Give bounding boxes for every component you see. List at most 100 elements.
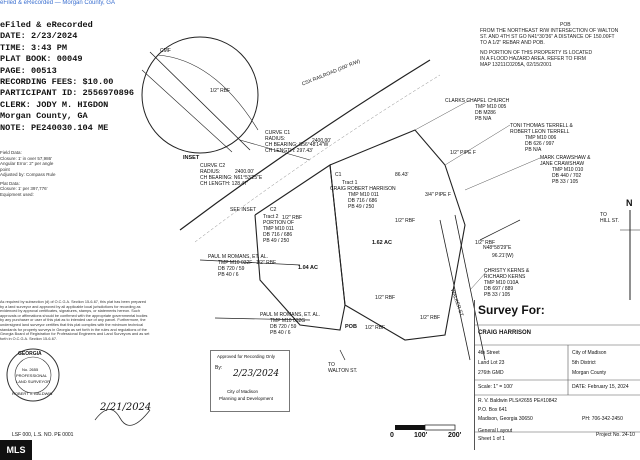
adj-line: PAUL M ROMANS, ET. AL. (208, 254, 269, 260)
recording-line: DATE: 2/23/2024 (0, 31, 78, 42)
scale-bar-seg (395, 425, 425, 430)
bearing-label: N48°58'29"E (483, 245, 512, 251)
curve-line: RADIUS: (200, 169, 221, 175)
recording-strip: eFiled & eRecorded — Morgan County, GA (0, 0, 115, 6)
rbf-label: 1/2" RBF (210, 88, 231, 94)
adj-line: TMP M10 005 (475, 104, 507, 110)
note-line: Closure: 1' in over 57,986' (0, 155, 52, 161)
walker-street (439, 219, 471, 361)
note-line: POB (560, 22, 571, 28)
curve-c1-radius: 2400.00' (312, 138, 332, 144)
tb-layout: General Layout (478, 428, 513, 434)
adj-line: PB 40 / 6 (270, 330, 291, 336)
north-letter: N (626, 198, 633, 208)
adj-line: TMP M10 032F (218, 260, 253, 266)
note-line: Field Data: (0, 150, 22, 155)
curve-line: CH BEARING: S56°48'14"W (265, 142, 329, 148)
mls-badge: MLS (0, 440, 32, 460)
see-inset: SEE INSET (230, 207, 257, 213)
recording-info: eFiled & eRecorded DATE: 2/23/2024 TIME:… (0, 20, 135, 133)
note-line: Closure: 1' per 397,776' (0, 186, 48, 191)
recording-line: eFiled & eRecorded (0, 20, 93, 30)
acreage-tract1: 1.62 AC (372, 240, 392, 246)
street-line: TO (328, 362, 335, 368)
walton-st-label: TO WALTON ST. (328, 362, 357, 374)
rbf-label: 1/2" RBF (475, 240, 496, 246)
acreage-tract2: 1.04 AC (298, 265, 318, 271)
recording-line: CLERK: JODY M. HIGDON (0, 99, 109, 110)
adj-line: CHRISTY KERNS & (484, 268, 530, 274)
adj-line: PB N/A (525, 147, 542, 153)
recording-line: Morgan County, GA (0, 111, 88, 122)
adj-line: TONI THOMAS TERRELL & (510, 123, 573, 129)
scale-label: 200' (448, 432, 462, 439)
signature-date: 2/21/2024 (100, 402, 152, 413)
note-line: ST. AND 4TH ST GO N41°30'36" A DISTANCE … (480, 34, 615, 40)
recording-line: PARTICIPANT ID: 2556970896 (0, 88, 135, 99)
rbf-label: 1/2" RBF (375, 295, 396, 301)
street-line: TO (600, 212, 607, 218)
tract-line: Tract 2 (263, 214, 279, 220)
inset-circle (141, 36, 259, 154)
tb-date: DATE: February 15, 2024 (572, 384, 629, 390)
seal-number: No. 2655 (22, 367, 39, 372)
seal-outline (6, 348, 60, 402)
bearing-label: 96.21'(W) (492, 253, 514, 259)
adj-line: TMP M10 032G (270, 318, 306, 324)
hill-st-arrow (479, 219, 521, 241)
tb-street: 4th Street (478, 350, 500, 356)
note-line: Equipment used: (0, 191, 34, 197)
curve-line: CURVE C2 (200, 163, 226, 169)
recording-line: TIME: 3:43 PM (0, 42, 68, 53)
adj-line: PB 33 / 105 (552, 179, 579, 185)
curve-line: CURVE C1 (265, 130, 291, 136)
tract2-label: Tract 2 PORTION OF TMP M10 011 DB 716 / … (263, 214, 294, 244)
rbf-label: 1/2" RBF (365, 325, 386, 331)
rbf-label: 1/2" RBF (256, 260, 277, 266)
scale-label: 0 (390, 432, 394, 439)
street-line: HILL ST. (600, 218, 619, 224)
note-line: Angular Error: 2" per angle point (0, 161, 54, 172)
stamp-title: Approved for Recording Only (217, 354, 276, 359)
note-line: NO PORTION OF THIS PROPERTY IS LOCATED (480, 50, 593, 56)
adj-line: CLARKS CHAPEL CHURCH (445, 98, 510, 104)
adjoiner-line (199, 259, 301, 266)
survey-for-heading: Survey For: (478, 303, 545, 317)
note-line: TO A 1/2" REBAR AND POB. (480, 40, 545, 46)
walton-arrow (339, 349, 346, 361)
tb-county: Morgan County (572, 370, 607, 376)
leader (469, 269, 489, 291)
cmf-label: CMF (160, 48, 171, 54)
rbf-label: 1/2" RBF (395, 218, 416, 224)
adj-line: DB 720 / 59 (218, 266, 245, 272)
pipe-label: 1/2" PIPE F (450, 150, 476, 156)
adj-line: DB 626 / 997 (525, 141, 555, 147)
stamp-org: City of Madison (227, 389, 259, 394)
adj-line: DB M286 (475, 110, 496, 116)
pob-notes: POB FROM THE NORTHEAST R/W INTERSECTION … (480, 22, 640, 68)
tb-gmd: 276th GMD (478, 370, 504, 376)
tb-firm: R. V. Baldwin PLS#2655 PE#10842 (478, 398, 558, 404)
adj-line: PAUL M ROMANS, ET. AL. (260, 312, 321, 318)
adj-line: PB N/A (475, 116, 492, 122)
seal-name: ROBERT V. BALDWIN (12, 391, 53, 396)
tb-scale: Scale: 1" = 100' (478, 384, 513, 390)
recording-line: PAGE: 00513 (0, 65, 57, 76)
leader (464, 157, 541, 191)
railroad-line (179, 59, 431, 231)
rbf-label: 1/2" RBF (282, 215, 303, 221)
tb-project: Project No. 24-10 (596, 432, 635, 438)
tract-line: DB 716 / 686 (263, 232, 293, 238)
seal-state: GEORGIA (18, 351, 42, 357)
curve-line: CH LENGTH: 128.47' (200, 181, 248, 187)
adj-line: DB 697 / 889 (484, 286, 514, 292)
note-line: FROM THE NORTHEAST R/W INTERSECTION OF W… (480, 28, 619, 34)
certification-text: As required by subsection (d) of O.C.G.A… (0, 300, 150, 341)
adjoiner-romans-top: PAUL M ROMANS, ET. AL. TMP M10 032F DB 7… (208, 254, 268, 278)
distance-label: 86.43' (395, 172, 409, 178)
approval-stamp: Approved for Recording Only By: 2/23/202… (210, 350, 290, 412)
tract-line: PORTION OF (263, 220, 295, 226)
tb-sheet: Sheet 1 of 1 (478, 436, 505, 442)
footer-license: LSF 000, L.S. NO. PE 0001 (12, 432, 74, 438)
seal-title: PROFESSIONAL (16, 373, 48, 378)
